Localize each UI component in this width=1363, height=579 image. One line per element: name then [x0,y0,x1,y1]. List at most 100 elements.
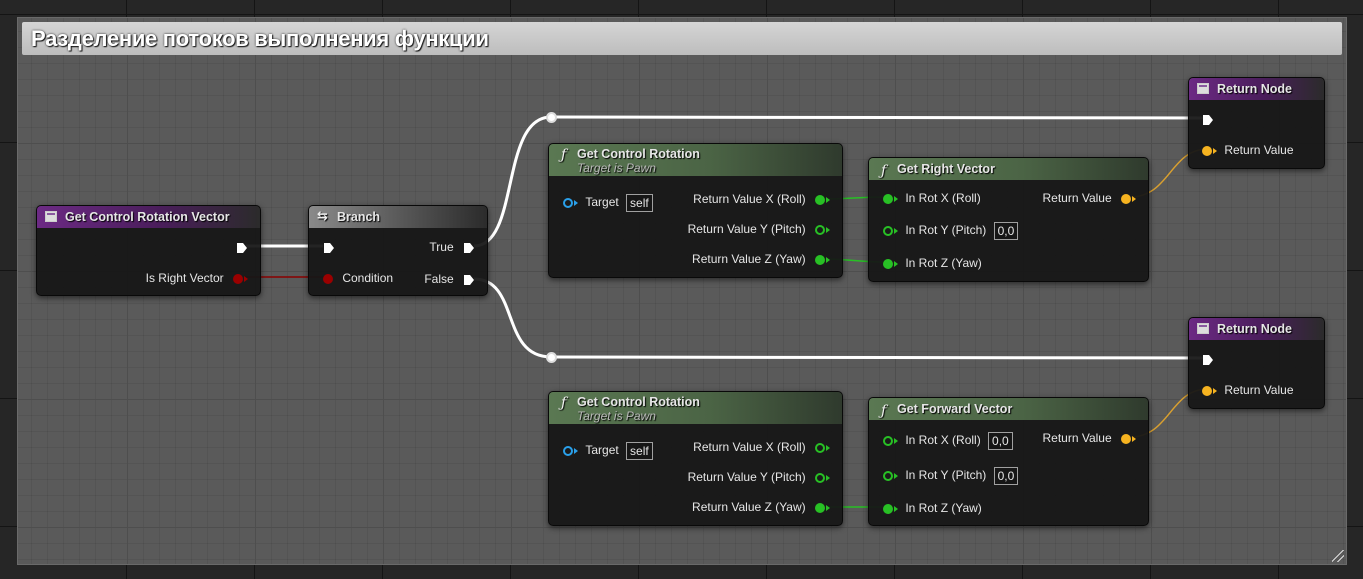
pin-label: Return Value [1042,431,1112,445]
exec-pin-icon[interactable] [323,242,335,254]
bool-pin-icon[interactable] [323,273,333,284]
comment-title[interactable]: Разделение потоков выполнения функции [22,22,1342,55]
pin-target[interactable]: Target self [563,193,653,212]
pin-is-right-vector[interactable]: Is Right Vector [146,269,248,287]
node-title: Return Node [1217,82,1292,96]
target-value-field[interactable]: self [626,441,653,460]
pin-arrow-icon [1132,435,1136,442]
float-pin-icon[interactable] [815,472,825,483]
pin-false[interactable]: False [424,270,475,288]
pin-condition[interactable]: Condition [323,269,393,287]
node-header[interactable]: ƒ Get Forward Vector [869,398,1148,420]
pin-arrow-icon [826,444,830,451]
pin-arrow-icon [826,474,830,481]
pin-return-value-z[interactable]: Return Value Z (Yaw) [692,498,830,516]
node-get-right-vector[interactable]: ƒ Get Right Vector In Rot X (Roll) In Ro… [868,157,1149,282]
exec-pin-icon[interactable] [463,242,475,254]
pin-in-rot-y[interactable]: In Rot Y (Pitch) 0,0 [883,221,1019,240]
pin-label: In Rot Y (Pitch) [905,223,987,237]
node-header[interactable]: Return Node [1189,78,1324,100]
exec-pin-icon[interactable] [463,274,475,286]
pin-arrow-icon [894,472,898,479]
exec-input-pin[interactable] [1202,350,1214,368]
exec-pin-icon[interactable] [1202,354,1214,366]
target-value-field[interactable]: self [626,193,653,212]
object-pin-icon[interactable] [563,445,573,456]
node-branch[interactable]: ⇆ Branch Condition True False [308,205,488,296]
pin-return-value-y[interactable]: Return Value Y (Pitch) [688,468,830,486]
reroute-knot[interactable] [546,112,557,123]
pin-return-value-z[interactable]: Return Value Z (Yaw) [692,250,830,268]
in-rot-y-value-field[interactable]: 0,0 [993,221,1019,240]
node-header[interactable]: ƒ Get Control Rotation Target is Pawn [549,392,842,424]
comment-box[interactable]: Разделение потоков выполнения функции [17,17,1347,565]
pin-label: False [424,272,454,286]
pin-return-value[interactable]: Return Value [1202,381,1294,399]
float-pin-icon[interactable] [883,470,893,481]
pin-label: Target [585,195,619,209]
node-header[interactable]: Return Node [1189,318,1324,340]
float-pin-icon[interactable] [815,224,825,235]
node-header[interactable]: ƒ Get Right Vector [869,158,1148,180]
pin-true[interactable]: True [429,238,475,256]
exec-output-pin[interactable] [236,238,248,256]
vector-pin-icon[interactable] [1202,145,1212,156]
pin-return-value[interactable]: Return Value [1042,429,1136,447]
node-title: Branch [337,210,381,224]
float-pin-icon[interactable] [815,254,825,265]
vector-pin-icon[interactable] [1202,385,1212,396]
pin-in-rot-z[interactable]: In Rot Z (Yaw) [883,254,982,272]
node-get-control-rotation-vector[interactable]: Get Control Rotation Vector Is Right Vec… [36,205,261,296]
object-pin-icon[interactable] [563,197,573,208]
pin-return-value-x[interactable]: Return Value X (Roll) [693,438,830,456]
vector-pin-icon[interactable] [1121,433,1131,444]
pin-return-value-y[interactable]: Return Value Y (Pitch) [688,220,830,238]
pin-label: In Rot Z (Yaw) [905,501,982,515]
pin-label: Return Value X (Roll) [693,440,806,454]
pin-arrow-icon [894,260,898,267]
exec-pin-icon[interactable] [1202,114,1214,126]
vector-pin-icon[interactable] [1121,193,1131,204]
exec-input-pin[interactable] [323,238,335,256]
node-get-control-rotation[interactable]: ƒ Get Control Rotation Target is Pawn Ta… [548,143,843,278]
node-header[interactable]: Get Control Rotation Vector [37,206,260,228]
in-rot-x-value-field[interactable]: 0,0 [988,431,1013,450]
node-get-control-rotation[interactable]: ƒ Get Control Rotation Target is Pawn Ta… [548,391,843,526]
pin-in-rot-z[interactable]: In Rot Z (Yaw) [883,499,982,517]
pin-in-rot-x[interactable]: In Rot X (Roll) 0,0 [883,431,1013,450]
resize-grip-icon[interactable] [1332,550,1344,562]
pin-in-rot-y[interactable]: In Rot Y (Pitch) 0,0 [883,466,1019,485]
node-header[interactable]: ƒ Get Control Rotation Target is Pawn [549,144,842,176]
in-rot-y-value-field[interactable]: 0,0 [993,466,1019,485]
pin-arrow-icon [826,504,830,511]
pin-label: Return Value Y (Pitch) [687,222,806,236]
float-pin-icon[interactable] [883,193,893,204]
exec-pin-icon[interactable] [236,242,248,254]
float-pin-icon[interactable] [815,502,825,513]
bool-pin-icon[interactable] [233,273,243,284]
node-return-node[interactable]: Return Node Return Value [1188,317,1325,409]
float-pin-icon[interactable] [883,258,893,269]
pin-return-value[interactable]: Return Value [1202,141,1294,159]
reroute-knot[interactable] [546,352,557,363]
exec-input-pin[interactable] [1202,110,1214,128]
pin-label: Return Value [1042,191,1112,205]
float-pin-icon[interactable] [883,225,893,236]
function-f-icon: ƒ [561,147,567,163]
pin-target[interactable]: Target self [563,441,653,460]
pin-arrow-icon [826,226,830,233]
float-pin-icon[interactable] [815,442,825,453]
node-subtitle: Target is Pawn [577,409,656,423]
float-pin-icon[interactable] [883,503,893,514]
node-header[interactable]: ⇆ Branch [309,206,487,228]
float-pin-icon[interactable] [883,435,893,446]
node-title: Get Control Rotation [577,395,700,409]
float-pin-icon[interactable] [815,194,825,205]
pin-return-value-x[interactable]: Return Value X (Roll) [693,190,830,208]
node-return-node[interactable]: Return Node Return Value [1188,77,1325,169]
pin-return-value[interactable]: Return Value [1042,189,1136,207]
pin-arrow-icon [574,199,578,206]
pin-in-rot-x[interactable]: In Rot X (Roll) [883,189,981,207]
node-get-forward-vector[interactable]: ƒ Get Forward Vector In Rot X (Roll) 0,0… [868,397,1149,526]
pin-arrow-icon [1213,147,1217,154]
